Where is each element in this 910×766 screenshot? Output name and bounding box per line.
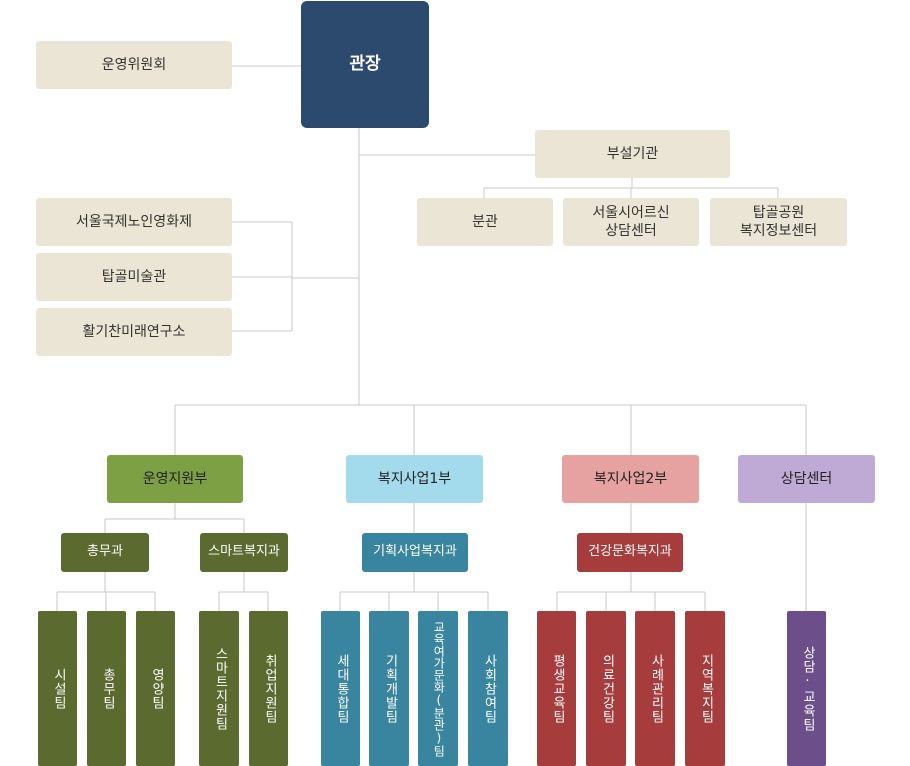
team-nutrition: 영양팀 bbox=[136, 611, 175, 766]
affiliated-unit-line: 서울시어르신 bbox=[592, 204, 670, 221]
side-unit-film-festival: 서울국제노인영화제 bbox=[36, 198, 232, 246]
affiliated-unit-line: 분관 bbox=[472, 213, 498, 230]
team-smart-support: 스마트지원팀 bbox=[199, 611, 239, 766]
dept-counseling-center: 상담센터 bbox=[738, 455, 875, 503]
side-unit-research-institute: 활기찬미래연구소 bbox=[36, 308, 232, 356]
side-unit-art-museum: 탑골미술관 bbox=[36, 253, 232, 301]
director-box: 관장 bbox=[301, 1, 429, 128]
section-general-affairs: 총무과 bbox=[61, 533, 149, 572]
affiliated-unit-line: 탑골공원 bbox=[752, 204, 805, 221]
dept-welfare-1: 복지사업1부 bbox=[346, 455, 483, 503]
team-lifelong-education: 평생교육팀 bbox=[537, 611, 576, 766]
team-community-welfare: 지역복지팀 bbox=[685, 611, 725, 766]
team-planning-development: 기획개발팀 bbox=[369, 611, 409, 766]
dept-operations-support: 운영지원부 bbox=[107, 455, 243, 503]
team-social-participation: 사회참여팀 bbox=[468, 611, 508, 766]
team-medical-health: 의료건강팀 bbox=[586, 611, 626, 766]
team-intergenerational: 세대통합팀 bbox=[321, 611, 360, 766]
affiliated-unit-counseling: 서울시어르신 상담센터 bbox=[563, 198, 699, 246]
affiliated-box: 부설기관 bbox=[535, 130, 730, 178]
team-general-affairs: 총무팀 bbox=[87, 611, 126, 766]
section-health-culture-welfare: 건강문화복지과 bbox=[577, 533, 683, 572]
team-counseling-education: 상담·교육팀 bbox=[787, 611, 826, 766]
team-facilities: 시설팀 bbox=[38, 611, 77, 766]
affiliated-unit-annex: 분관 bbox=[417, 198, 553, 246]
section-planning-welfare: 기획사업복지과 bbox=[362, 533, 468, 572]
section-smart-welfare: 스마트복지과 bbox=[200, 533, 288, 572]
affiliated-unit-line: 복지정보센터 bbox=[739, 223, 818, 239]
steering-committee-box: 운영위원회 bbox=[36, 41, 232, 89]
team-education-leisure-culture: 교육여가문화(분관)팀 bbox=[418, 611, 458, 766]
team-employment-support: 취업지원팀 bbox=[249, 611, 288, 766]
affiliated-unit-info-center: 탑골공원 복지정보센터 bbox=[710, 198, 847, 246]
affiliated-unit-line: 상담센터 bbox=[605, 223, 657, 239]
dept-welfare-2: 복지사업2부 bbox=[562, 455, 699, 503]
team-case-management: 사례관리팀 bbox=[635, 611, 675, 766]
